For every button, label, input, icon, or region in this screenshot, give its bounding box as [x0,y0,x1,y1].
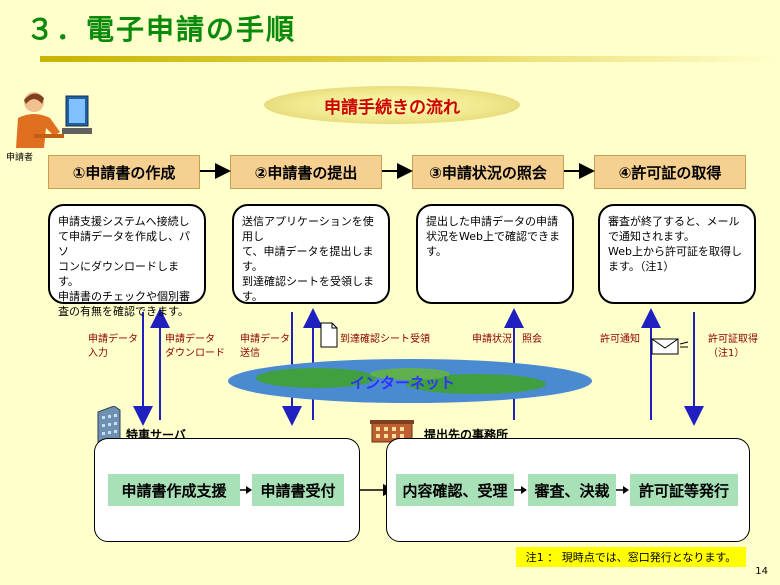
arrow-icon [616,486,629,494]
arrow-icon [240,486,252,494]
internet-cloud-icon [228,359,592,403]
arrow-icon [514,486,527,494]
internet-label: インターネット [350,374,456,392]
node-examine-approve: 審査、決裁 [528,474,616,506]
step-3-status: ③申請状況の照会 [412,155,564,189]
node-review-accept: 内容確認、受理 [396,474,514,506]
flow-title: 申請手続きの流れ [264,86,520,124]
page-title: ３．電子申請の手順 [26,13,297,46]
label-data-input: 申請データ入力 [88,334,138,359]
label-receipt: 到達確認シート受領 [340,334,430,345]
page-number: 14 [755,566,768,577]
node-issue-permit: 許可証等発行 [630,474,738,506]
person-at-computer-icon [16,92,92,148]
applicant-label: 申請者 [6,153,34,163]
label-data-download: 申請データダウンロード [165,334,225,359]
office-building-icon [370,420,414,443]
label-permit-obtain: 許可証取得（注1） [708,334,758,359]
node-create-support: 申請書作成支援 [108,474,240,506]
step-1-description: 申請支援システムへ接続して申請データを作成し、パソコンにダウンロードします。 申… [48,204,206,318]
mail-icon [651,338,689,355]
step-1-create: ①申請書の作成 [48,155,200,189]
title-underline [40,56,780,62]
label-status-inquiry: 申請状況 照会 [472,334,542,345]
footnote: 注1 ： 現時点では、窓口発行となります。 [516,547,746,567]
step-4-description: 審査が終了すると、メールで通知されます。Web上から許可証を取得し ます。（注1… [598,204,756,304]
label-notification: 許可通知 [600,334,640,345]
node-receive: 申請書受付 [252,474,344,506]
step-4-permit: ④許可証の取得 [594,155,746,189]
step-2-description: 送信アプリケーションを使用して、申請データを提出します。到達確認シートを受領しま… [232,204,390,304]
document-icon [320,322,338,348]
step-2-submit: ②申請書の提出 [230,155,382,189]
label-data-send: 申請データ送信 [240,334,290,359]
step-3-description: 提出した申請データの申請状況をWeb上で確認できます。 [416,204,574,304]
